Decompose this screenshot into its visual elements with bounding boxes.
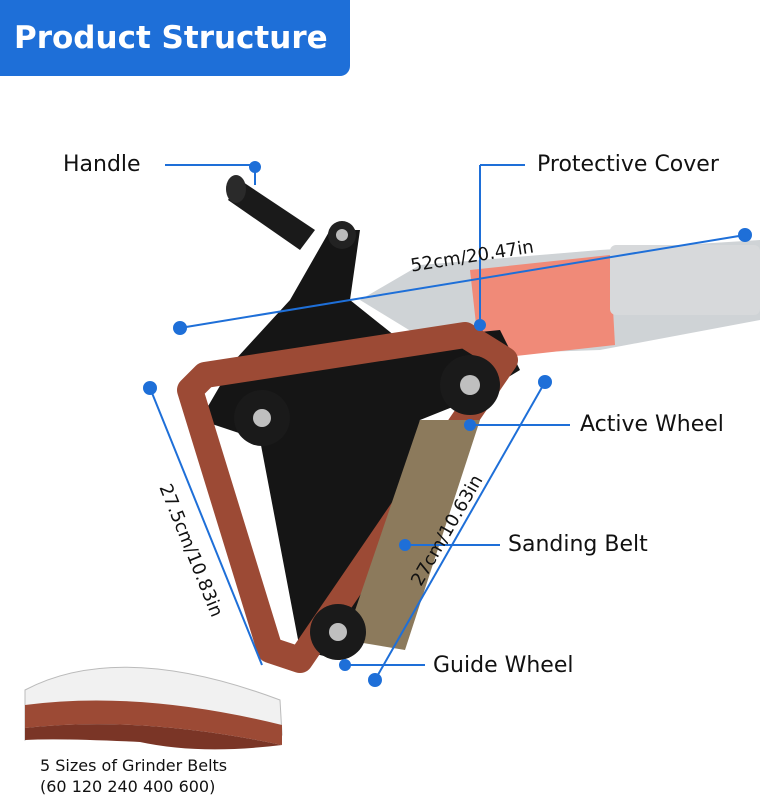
- handle-image: [226, 175, 356, 250]
- belt-sizes-caption: 5 Sizes of Grinder Belts: [40, 755, 227, 776]
- handle-label: Handle: [63, 152, 141, 177]
- protective-cover-label: Protective Cover: [537, 152, 719, 177]
- grinder-belts-image: [25, 667, 282, 749]
- active-wheel-label: Active Wheel: [580, 412, 724, 437]
- belt-sizes-list: (60 120 240 400 600): [40, 776, 215, 797]
- guide-wheel-label: Guide Wheel: [433, 653, 573, 678]
- sanding-belt-label: Sanding Belt: [508, 532, 648, 557]
